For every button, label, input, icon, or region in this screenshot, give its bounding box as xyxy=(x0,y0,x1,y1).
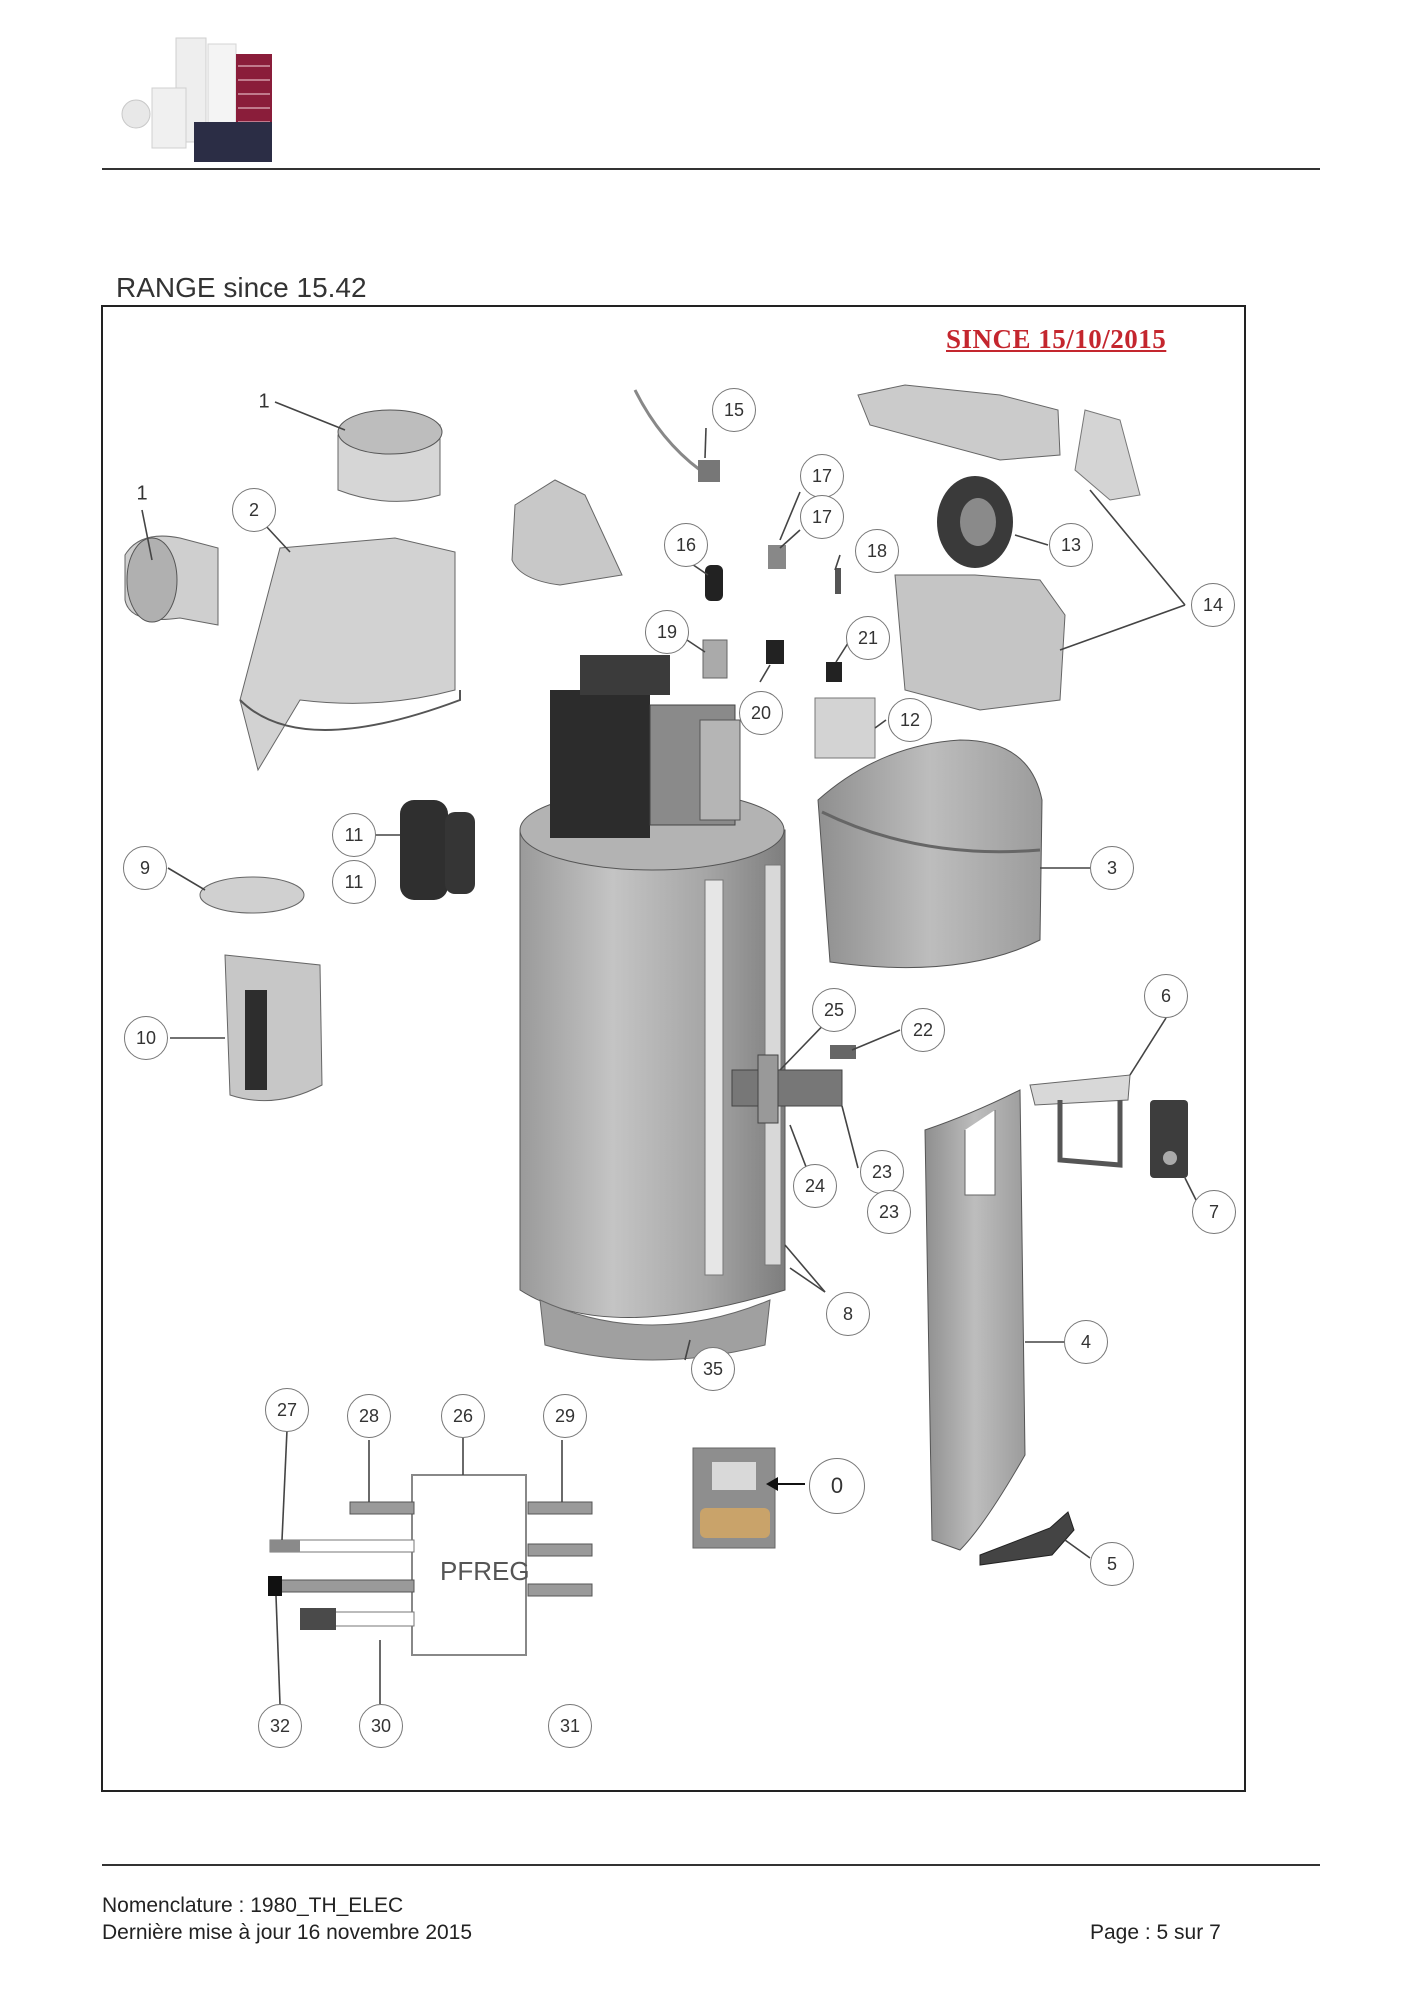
mounting-plate-part xyxy=(199,876,305,914)
compressor-part xyxy=(400,800,475,900)
callout-20: 20 xyxy=(739,691,783,735)
section-title: RANGE since 15.42 xyxy=(116,272,367,303)
callout-35: 35 xyxy=(691,1347,735,1391)
condenser-part xyxy=(702,639,728,679)
exploded-view-frame xyxy=(101,305,1246,1792)
pfreg-label: PFREG xyxy=(440,1556,530,1586)
callout-13: 13 xyxy=(1049,523,1093,567)
callout-29: 29 xyxy=(543,1394,587,1438)
callout-3: 3 xyxy=(1090,846,1134,890)
callout-12: 12 xyxy=(888,698,932,742)
callout-24: 24 xyxy=(793,1164,837,1208)
lower-shell-part xyxy=(894,574,1066,711)
callout-27: 27 xyxy=(265,1388,309,1432)
callout-1-top: 1 xyxy=(258,390,270,413)
callout-2: 2 xyxy=(232,488,276,532)
probe-part xyxy=(835,568,841,594)
relay-part xyxy=(766,640,784,664)
callout-9: 9 xyxy=(123,846,167,890)
since-date-stamp: SINCE 15/10/2015 xyxy=(946,324,1167,354)
callout-23-upper: 23 xyxy=(860,1150,904,1194)
capacitor-part xyxy=(705,565,723,601)
top-housing-part xyxy=(239,537,461,772)
callout-11-lower: 11 xyxy=(332,860,376,904)
callout-7: 7 xyxy=(1192,1190,1236,1234)
callout-30: 30 xyxy=(359,1704,403,1748)
air-duct-ring-part xyxy=(124,535,219,626)
safety-valve-photo xyxy=(692,1447,776,1549)
callout-19: 19 xyxy=(645,610,689,654)
callout-25: 25 xyxy=(812,988,856,1032)
heating-element-cable-part xyxy=(830,1045,856,1059)
footer-last-updated: Dernière mise à jour 16 novembre 2015 xyxy=(102,1921,473,1944)
callout-22: 22 xyxy=(901,1008,945,1052)
bottom-trim-part xyxy=(979,1511,1075,1566)
connector-part xyxy=(826,662,842,682)
callout-26: 26 xyxy=(441,1394,485,1438)
callout-15: 15 xyxy=(712,388,756,432)
callout-10: 10 xyxy=(124,1016,168,1060)
callout-23-lower: 23 xyxy=(867,1190,911,1234)
footer-divider xyxy=(102,1864,1320,1866)
header-divider xyxy=(102,168,1320,170)
callout-8: 8 xyxy=(826,1292,870,1336)
callout-31: 31 xyxy=(548,1704,592,1748)
callout-6: 6 xyxy=(1144,974,1188,1018)
front-cover-part xyxy=(817,739,1043,969)
fan-wheel-part xyxy=(937,476,1013,568)
callout-32: 32 xyxy=(258,1704,302,1748)
callout-18: 18 xyxy=(855,529,899,573)
callout-14: 14 xyxy=(1191,583,1235,627)
callout-16: 16 xyxy=(664,523,708,567)
front-panel-part xyxy=(924,1089,1026,1551)
callout-17-upper: 17 xyxy=(800,454,844,498)
brand-logo xyxy=(118,32,274,164)
valve-part xyxy=(768,545,786,569)
callout-17-lower: 17 xyxy=(800,495,844,539)
pfreg-kit xyxy=(268,1474,593,1656)
air-duct-part xyxy=(511,479,623,586)
heat-pump-unit xyxy=(550,655,741,838)
control-module-part xyxy=(1150,1100,1188,1178)
footer-page-number: Page : 5 sur 7 xyxy=(1090,1921,1221,1944)
fan-grille-part xyxy=(337,409,443,502)
circuit-board-part xyxy=(814,697,876,759)
footer-nomenclature: Nomenclature : 1980_TH_ELEC xyxy=(102,1894,404,1917)
callout-28: 28 xyxy=(347,1394,391,1438)
water-tank xyxy=(519,789,843,1361)
callout-5: 5 xyxy=(1090,1542,1134,1586)
display-bracket-part xyxy=(1029,1074,1131,1168)
arrow-to-safety-valve xyxy=(766,1477,805,1491)
callout-0: 0 xyxy=(809,1458,865,1514)
callout-21: 21 xyxy=(846,616,890,660)
insulation-sleeve-part xyxy=(224,954,323,1102)
sensor-wire-part xyxy=(633,389,720,482)
callout-1-left: 1 xyxy=(136,482,148,505)
callout-4: 4 xyxy=(1064,1320,1108,1364)
product-range-logo-icon xyxy=(121,37,272,162)
upper-cover-part xyxy=(857,384,1141,501)
callout-11-upper: 11 xyxy=(332,813,376,857)
